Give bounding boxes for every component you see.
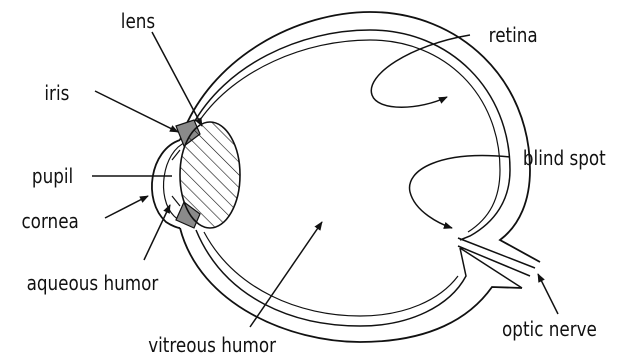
label-aqueous-humor: aqueous humor — [27, 273, 159, 296]
labels: lens iris pupil cornea aqueous humor vit… — [21, 11, 605, 356]
label-blind-spot: blind spot — [523, 148, 606, 171]
optic-nerve-leader — [538, 274, 558, 314]
retina-layer-bottom — [196, 230, 466, 326]
aqueous-humor-leader — [144, 205, 170, 260]
optic-nerve-shape — [458, 238, 535, 288]
vitreous-humor-leader — [250, 222, 322, 327]
blind-spot-leader — [410, 156, 510, 228]
retina-leader — [371, 35, 470, 107]
iris-leader — [95, 91, 178, 132]
lens-leader — [152, 32, 202, 126]
lens-shape — [180, 122, 240, 228]
label-pupil: pupil — [32, 166, 73, 189]
choroid-layer-bottom — [204, 232, 458, 316]
cornea-leader — [105, 196, 148, 218]
leader-lines — [92, 32, 558, 327]
retina-layer — [192, 30, 510, 240]
label-vitreous-humor: vitreous humor — [148, 335, 276, 356]
label-retina: retina — [489, 25, 538, 48]
label-optic-nerve: optic nerve — [502, 319, 597, 342]
label-iris: iris — [44, 83, 69, 106]
label-lens: lens — [121, 11, 155, 34]
eyeball — [152, 12, 540, 342]
pupil-shape — [172, 150, 180, 206]
sclera-outer-bottom — [180, 228, 522, 342]
label-cornea: cornea — [21, 211, 78, 234]
